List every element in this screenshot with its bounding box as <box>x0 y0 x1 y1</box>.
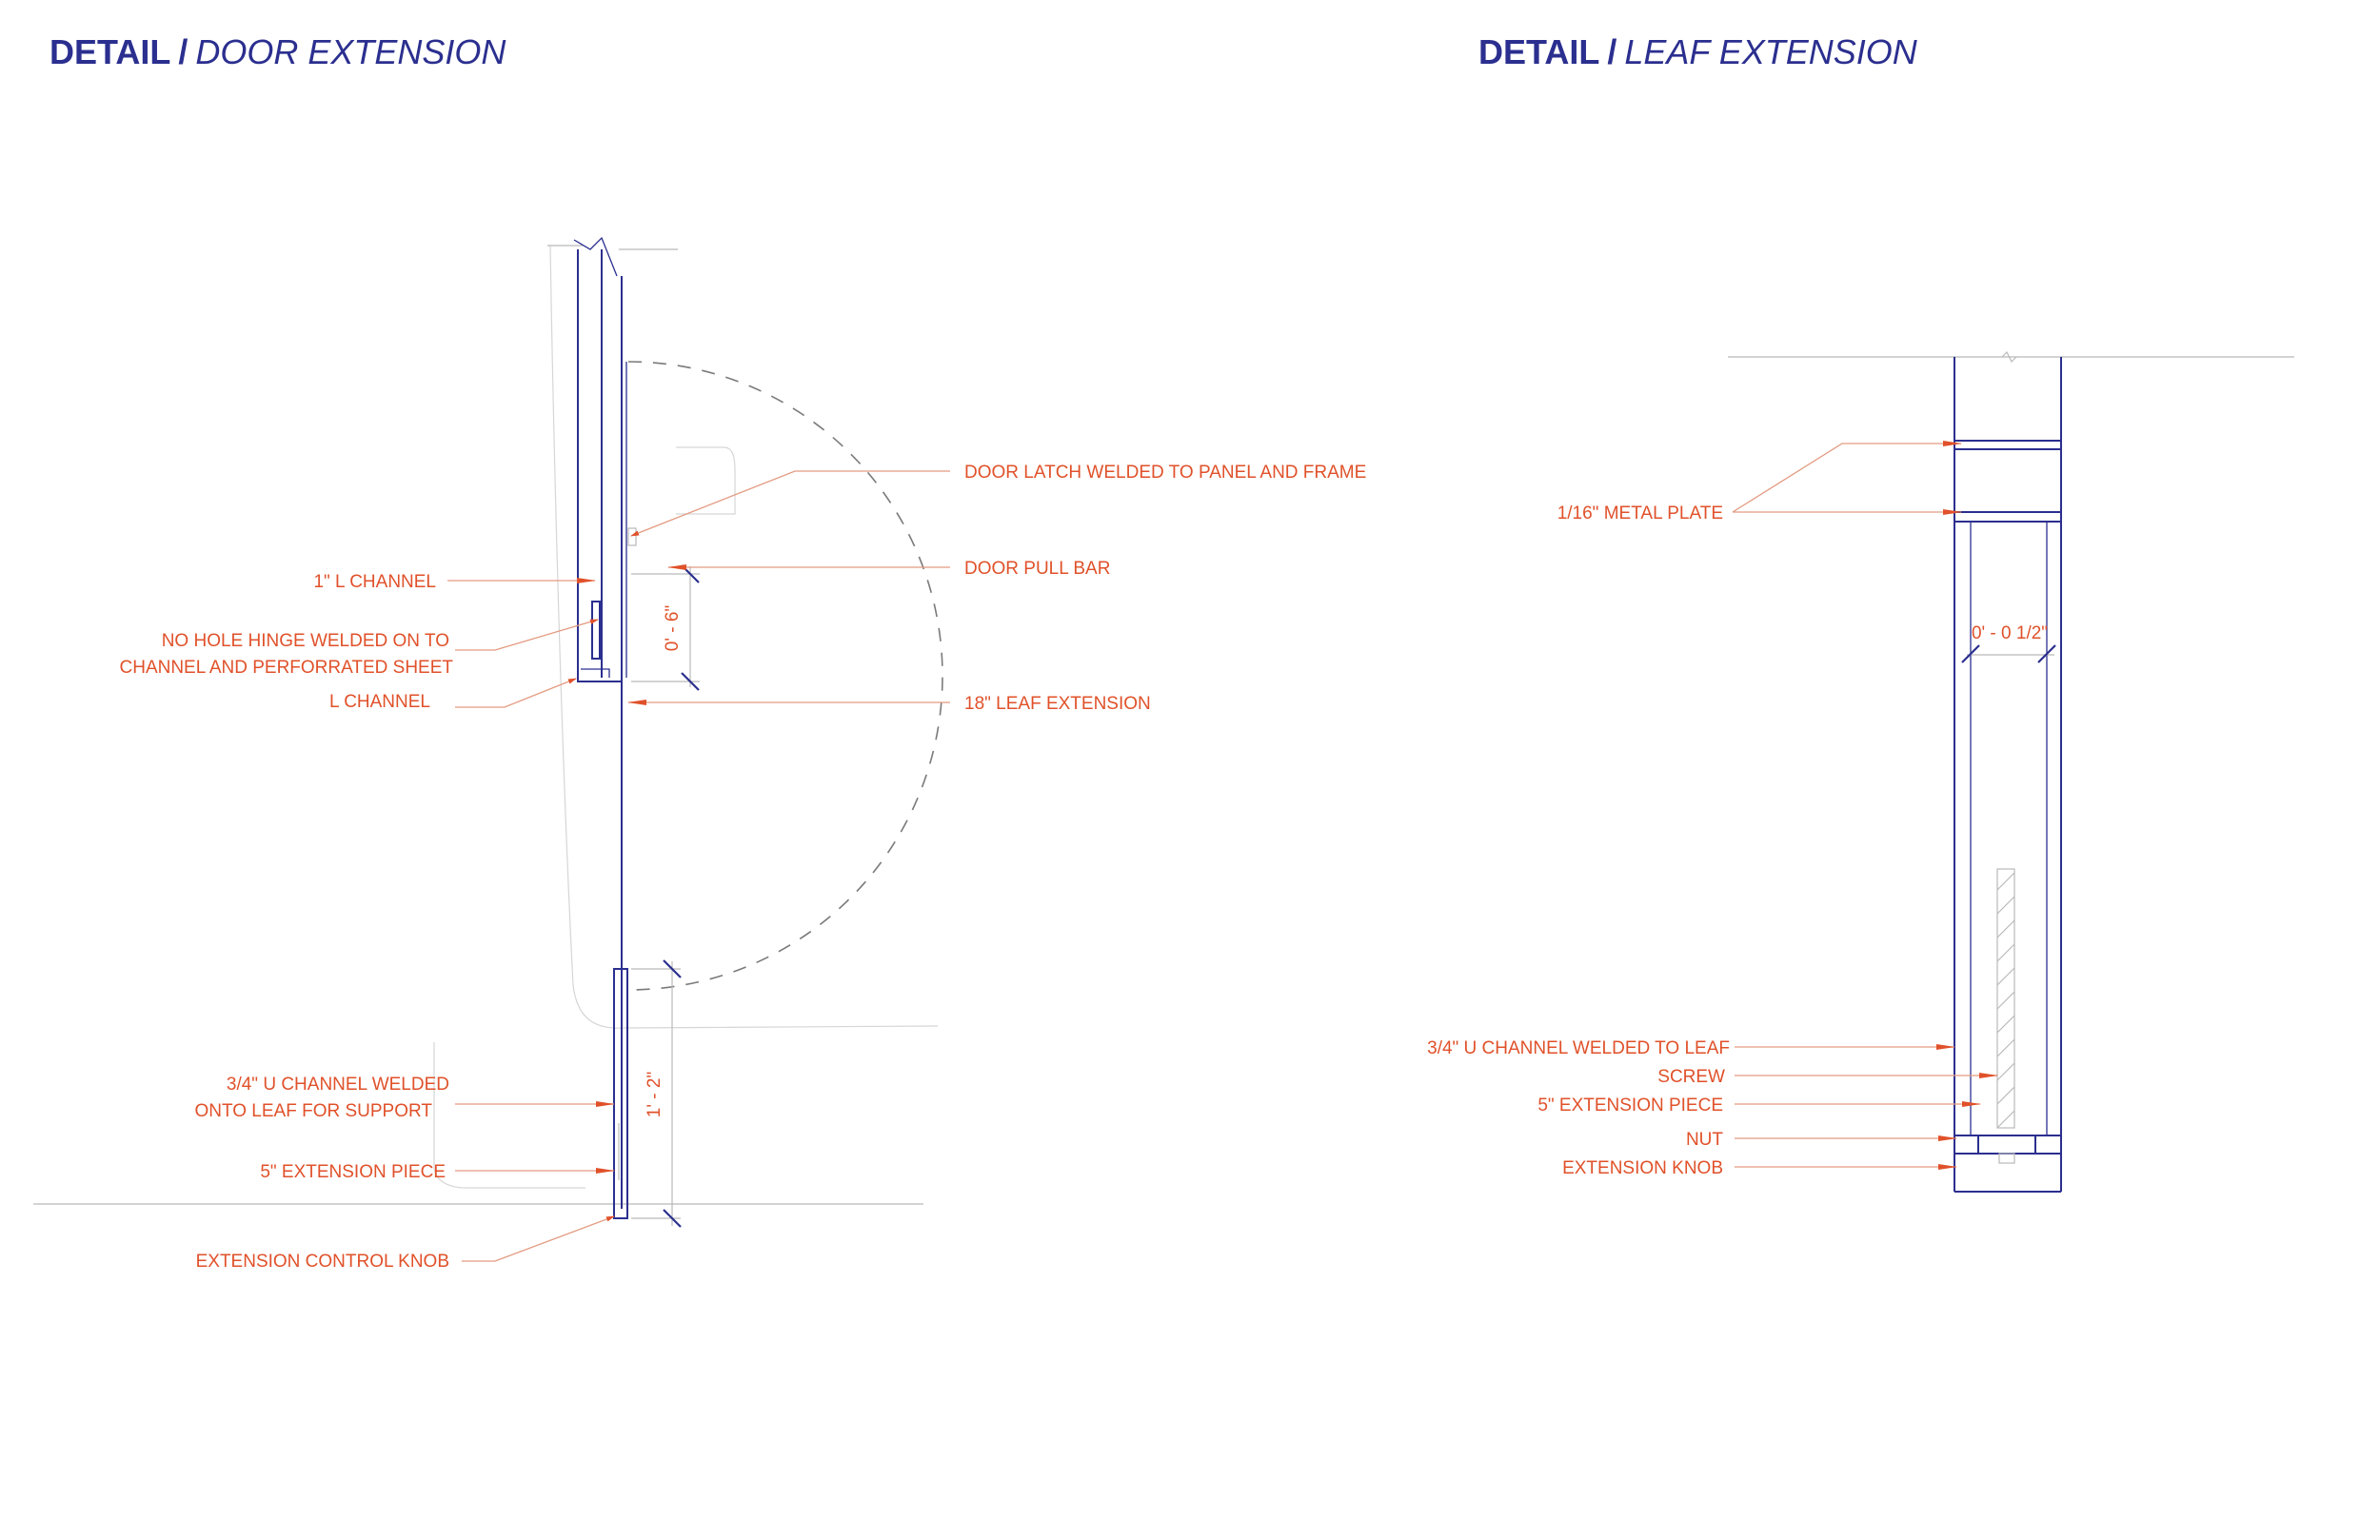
leader-metal-plate <box>1732 441 1962 513</box>
label-l-channel: L CHANNEL <box>329 692 430 712</box>
leader-control-knob <box>462 1215 615 1262</box>
label-nut: NUT <box>1686 1130 1723 1150</box>
door-swing-arc <box>627 361 943 991</box>
title-slash: / <box>178 32 188 71</box>
label-hinge-line1: NO HOLE HINGE WELDED ON TO <box>162 631 449 651</box>
label-knob: EXTENSION KNOB <box>1562 1158 1723 1178</box>
label-screw: SCREW <box>1657 1067 1725 1087</box>
label-pull-bar: DOOR PULL BAR <box>964 559 1110 579</box>
label-u-channel: 3/4" U CHANNEL WELDED TO LEAF <box>1427 1038 1730 1058</box>
dim-tick <box>663 959 682 978</box>
label-metal-plate: 1/16" METAL PLATE <box>1557 503 1723 523</box>
title-italic: DOOR EXTENSION <box>195 32 506 71</box>
title-bold: DETAIL <box>1478 32 1600 71</box>
hinge-plate <box>591 601 601 660</box>
label-hinge-line2: CHANNEL AND PERFORRATED SHEET <box>120 658 454 678</box>
label-latch: DOOR LATCH WELDED TO PANEL AND FRAME <box>964 463 1366 483</box>
screw-hatch <box>1996 872 2015 1129</box>
label-l-channel-1in: 1" L CHANNEL <box>313 572 436 592</box>
dim-text-0-0-1-2: 0' - 0 1/2" <box>1972 623 2048 643</box>
break-mark <box>2001 350 2017 364</box>
title-italic: LEAF EXTENSION <box>1624 32 1917 71</box>
dim-text-0-6: 0' - 6" <box>663 605 683 651</box>
screw <box>1996 868 2015 1129</box>
ghost-handle <box>676 446 736 515</box>
door-extension-drawing: 0' - 6" 1' - 2" DOOR LATCH WELDED TO PAN… <box>33 236 1366 1272</box>
label-control-knob: EXTENSION CONTROL KNOB <box>196 1252 449 1272</box>
title-leaf-extension: DETAIL/LEAF EXTENSION <box>1478 32 1917 72</box>
leader-hinge <box>455 619 599 651</box>
title-bold: DETAIL <box>50 32 171 71</box>
dim-tick <box>1961 644 1980 663</box>
label-u-channel-line2: ONTO LEAF FOR SUPPORT <box>194 1101 432 1121</box>
dim-tick <box>681 672 700 691</box>
dim-text-1-2: 1' - 2" <box>645 1072 664 1117</box>
dim-tick <box>663 1209 682 1228</box>
leader-l-channel <box>455 678 577 708</box>
label-ext-piece: 5" EXTENSION PIECE <box>260 1162 446 1182</box>
title-door-extension: DETAIL/DOOR EXTENSION <box>50 32 506 72</box>
title-slash: / <box>1607 32 1617 71</box>
l-channel <box>577 666 623 682</box>
ghost-wall-line <box>549 245 939 1029</box>
label-u-channel-line1: 3/4" U CHANNEL WELDED <box>227 1075 449 1095</box>
label-leaf-ext: 18" LEAF EXTENSION <box>964 694 1151 714</box>
latch-block <box>627 527 637 546</box>
dim-tick <box>2037 644 2056 663</box>
l-channel <box>581 668 610 678</box>
screw-tip <box>1998 1153 2015 1164</box>
break-mark <box>573 236 618 277</box>
ghost-wall-line <box>433 1042 585 1189</box>
leaf-extension-drawing: 0' - 0 1/2" 1/16" METAL PLATE 3/4" U CHA… <box>1427 350 2294 1193</box>
leader-latch <box>630 470 950 537</box>
extension-piece <box>613 968 628 1219</box>
label-ext-piece: 5" EXTENSION PIECE <box>1537 1096 1723 1116</box>
